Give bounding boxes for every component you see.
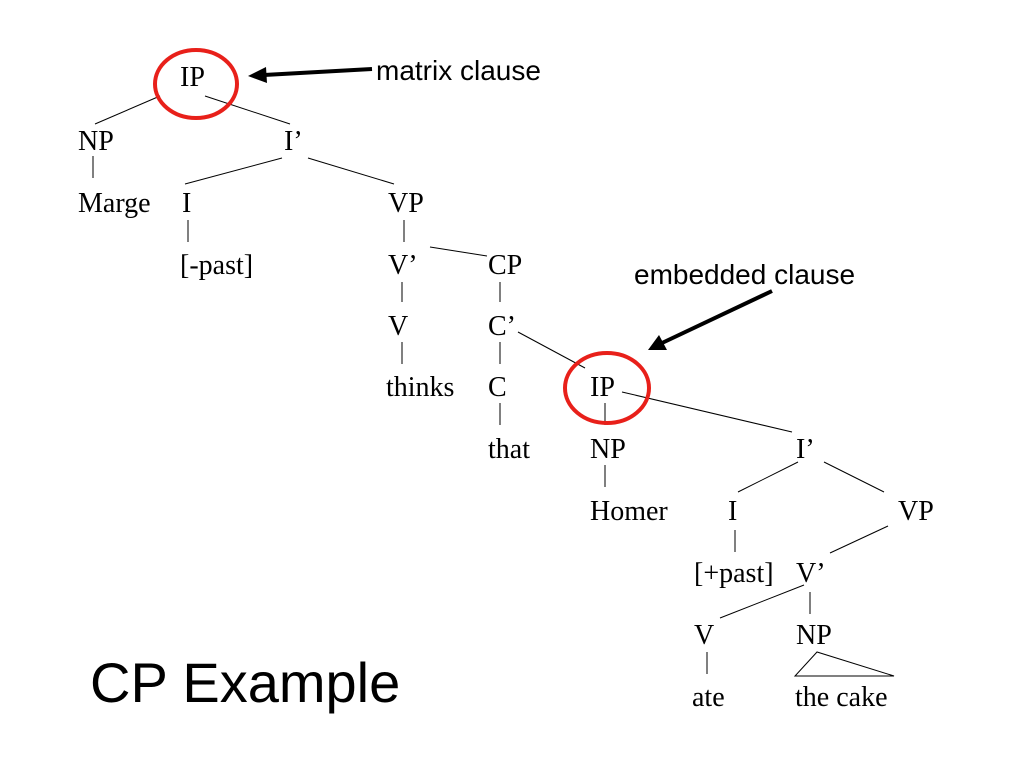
branch-ibar-i-embedded <box>737 461 799 493</box>
matrix-clause-arrow <box>248 67 373 83</box>
node-vbar-matrix: V’ <box>388 250 418 281</box>
embedded-clause-label: embedded clause <box>634 259 855 290</box>
node-that: that <box>488 434 530 465</box>
matrix-ip-ring <box>153 48 239 120</box>
node-ip-matrix: IP <box>180 62 205 93</box>
node-i-embedded: I <box>728 496 737 527</box>
node-np-homer: NP <box>590 434 626 465</box>
node-ip-embedded: IP <box>590 372 615 403</box>
branch-np-triangle <box>793 651 895 677</box>
branch-vp-vbar-embedded <box>829 525 889 554</box>
node-marge: Marge <box>78 188 151 219</box>
node-homer: Homer <box>590 496 668 527</box>
embedded-ip-ring <box>563 351 651 425</box>
node-i-matrix: I <box>182 188 191 219</box>
branch-ibar-i <box>184 157 283 185</box>
node-c: C <box>488 372 507 403</box>
tree-nodes: IP NP I’ Marge I VP [-past] V’ CP V C’ t… <box>78 62 934 713</box>
branch-cbar-ip <box>517 331 586 369</box>
node-the-cake: the cake <box>795 682 888 713</box>
branch-ibar-vp-embedded <box>823 461 885 493</box>
node-thinks: thinks <box>386 372 454 403</box>
node-v-embedded: V <box>694 620 714 651</box>
node-vp-matrix: VP <box>388 188 424 219</box>
node-vbar-embedded: V’ <box>796 558 826 589</box>
embedded-arrow-head <box>648 335 667 350</box>
node-v-matrix: V <box>388 311 408 342</box>
node-past-pos: [+past] <box>694 558 774 589</box>
node-vp-embedded: VP <box>898 496 934 527</box>
matrix-arrow-shaft <box>263 67 373 77</box>
node-ate: ate <box>692 682 725 713</box>
node-cbar: C’ <box>488 311 516 342</box>
branch-ip-np <box>94 95 161 125</box>
node-past-neg: [-past] <box>180 250 253 281</box>
branch-ip-ibar-embedded <box>621 391 793 433</box>
slide-title: CP Example <box>90 651 400 714</box>
branch-ibar-vp <box>307 157 395 185</box>
node-np-cake: NP <box>796 620 832 651</box>
node-cp: CP <box>488 250 522 281</box>
matrix-arrow-head <box>248 67 267 83</box>
tree-branches <box>92 95 895 677</box>
node-ibar-embedded: I’ <box>796 434 815 465</box>
embedded-clause-arrow <box>648 289 773 350</box>
node-ibar-matrix: I’ <box>284 126 303 157</box>
branch-ip-ibar <box>204 95 291 125</box>
node-np-marge: NP <box>78 126 114 157</box>
matrix-clause-label: matrix clause <box>376 55 541 86</box>
branch-vbar-v-embedded <box>719 584 805 619</box>
branch-vbar-cp <box>429 246 488 257</box>
embedded-arrow-shaft <box>661 289 773 345</box>
